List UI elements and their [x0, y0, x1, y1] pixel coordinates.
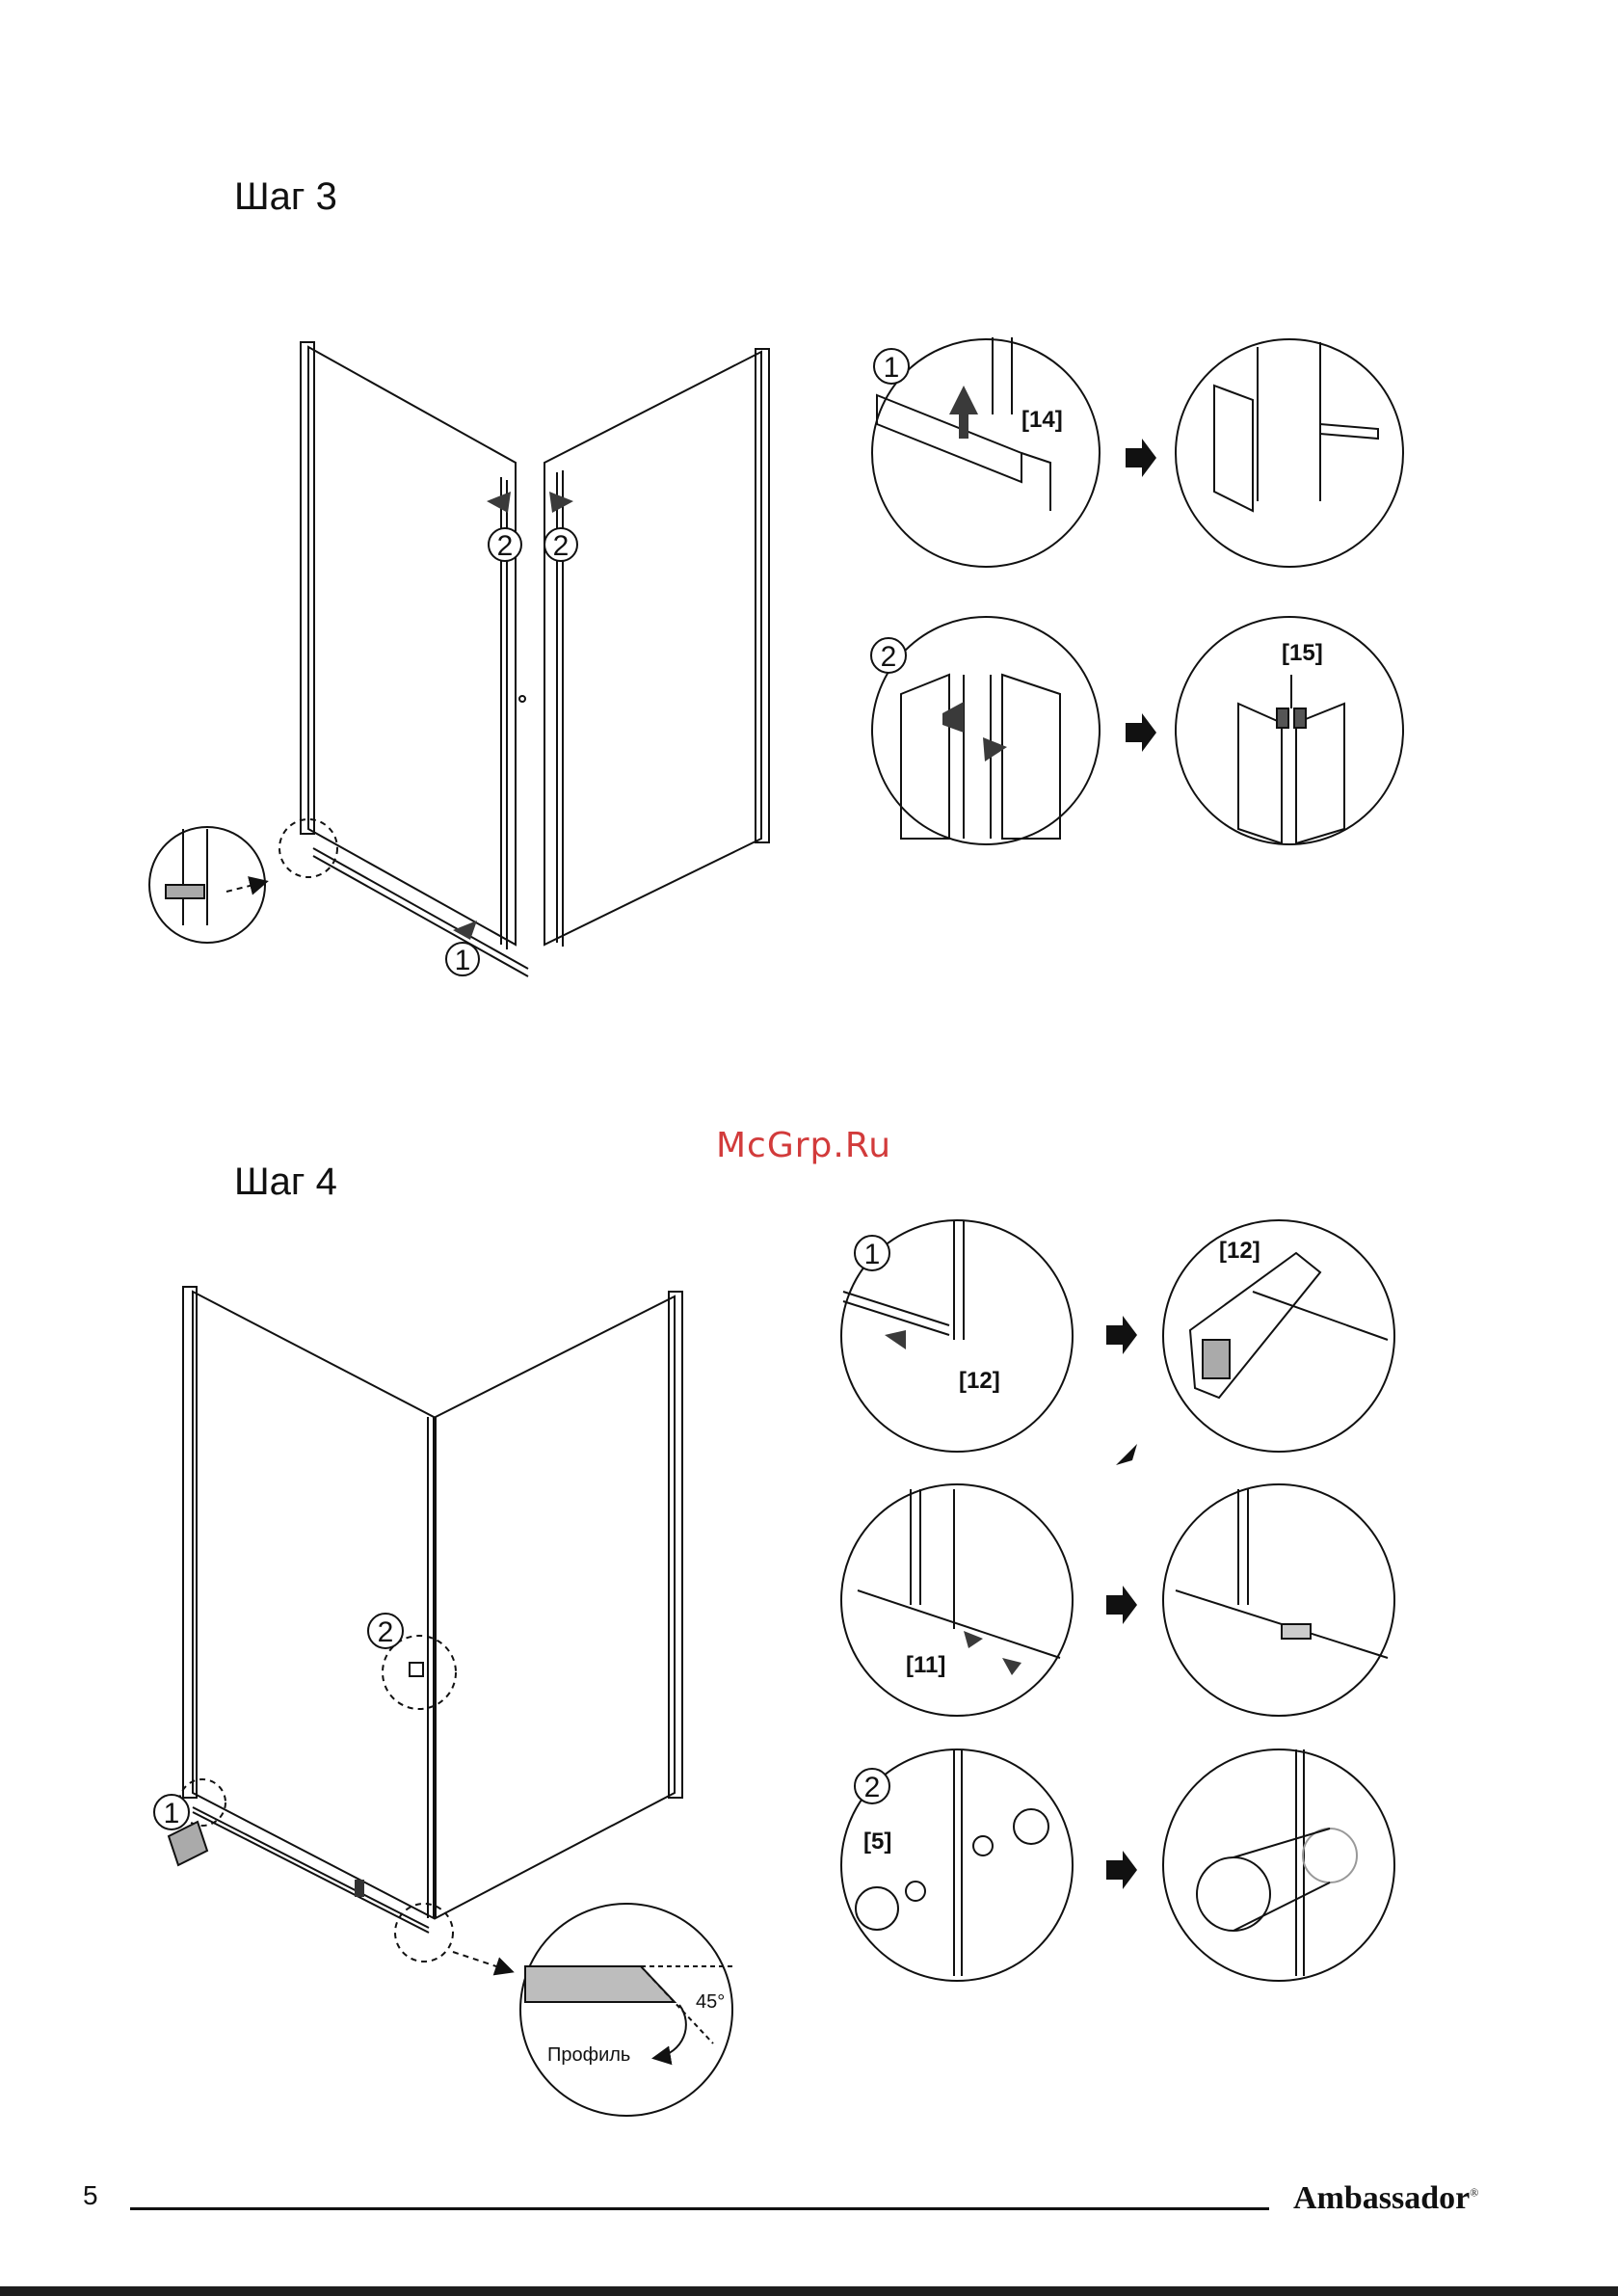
step3-callout-one: 1 — [446, 943, 479, 976]
step4-detail-2a — [841, 1484, 1073, 1716]
step3-seal-arrows — [487, 492, 573, 513]
marker-one: 1 — [884, 352, 900, 384]
marker-two: 2 — [378, 1616, 394, 1648]
arrow-icon — [549, 492, 573, 513]
arrow-icon — [964, 1631, 983, 1648]
step3-detail-1b — [1176, 339, 1403, 567]
page-bottom-bar — [0, 2286, 1618, 2296]
part-label-12a: [12] — [959, 1368, 1000, 1394]
step3-detail-bottom — [149, 819, 337, 943]
step4-cabin-drawing — [183, 1287, 682, 1933]
step3-callout-two-right: 2 — [544, 528, 577, 562]
angle-label: 45° — [696, 1991, 725, 2013]
arrow-icon — [942, 702, 964, 733]
arrow-right-icon — [1126, 713, 1156, 752]
step3-marker-1a: 1 — [874, 349, 909, 384]
arrow-icon — [487, 492, 511, 513]
step3-callout-two-left: 2 — [489, 528, 521, 562]
page-number: 5 — [83, 2180, 98, 2211]
step4-detail-1b — [1163, 1220, 1394, 1452]
step4-corner-detail — [169, 1779, 511, 1971]
part-label-5: [5] — [863, 1829, 891, 1855]
brand-name: Ambassador — [1293, 2180, 1470, 2216]
part-label-15: [15] — [1282, 640, 1323, 666]
bottom-profile-cut — [355, 1880, 364, 1897]
step4-detail-3b — [1163, 1749, 1394, 1981]
registered-mark: ® — [1470, 2186, 1478, 2200]
marker-one: 1 — [164, 1798, 180, 1829]
step3-marker-2a: 2 — [871, 638, 906, 673]
marker-two: 2 — [553, 530, 570, 562]
step4-detail-2b — [1163, 1484, 1394, 1716]
arrow-icon — [1002, 1658, 1021, 1675]
marker-two: 2 — [881, 641, 897, 673]
arrow-right-icon — [1106, 1851, 1137, 1889]
marker-one: 1 — [864, 1239, 881, 1270]
arrow-down-left-icon — [1116, 1444, 1137, 1465]
arrow-icon — [949, 386, 978, 439]
step3-cabin-drawing — [301, 342, 769, 976]
arrow-icon — [885, 1330, 906, 1349]
part-label-14: [14] — [1021, 407, 1063, 433]
step4-marker-one: 1 — [154, 1795, 189, 1829]
brand-logo: Ambassador® — [1293, 2180, 1478, 2217]
profile-label: Профиль — [547, 2044, 630, 2066]
marker-two: 2 — [497, 530, 514, 562]
marker-one: 1 — [455, 945, 471, 976]
arrow-right-icon — [1106, 1586, 1137, 1624]
footer-rule — [130, 2207, 1269, 2210]
arrow-right-icon — [1106, 1316, 1137, 1354]
part-label-12b: [12] — [1219, 1238, 1260, 1264]
part-label-11: [11] — [906, 1652, 945, 1678]
step4-marker-3a: 2 — [855, 1769, 889, 1803]
arrow-right-icon — [1126, 439, 1156, 477]
arrow-icon — [983, 737, 1007, 761]
step4-marker-two: 2 — [368, 1614, 403, 1648]
step4-marker-1a: 1 — [855, 1236, 889, 1270]
marker-two: 2 — [864, 1772, 881, 1803]
